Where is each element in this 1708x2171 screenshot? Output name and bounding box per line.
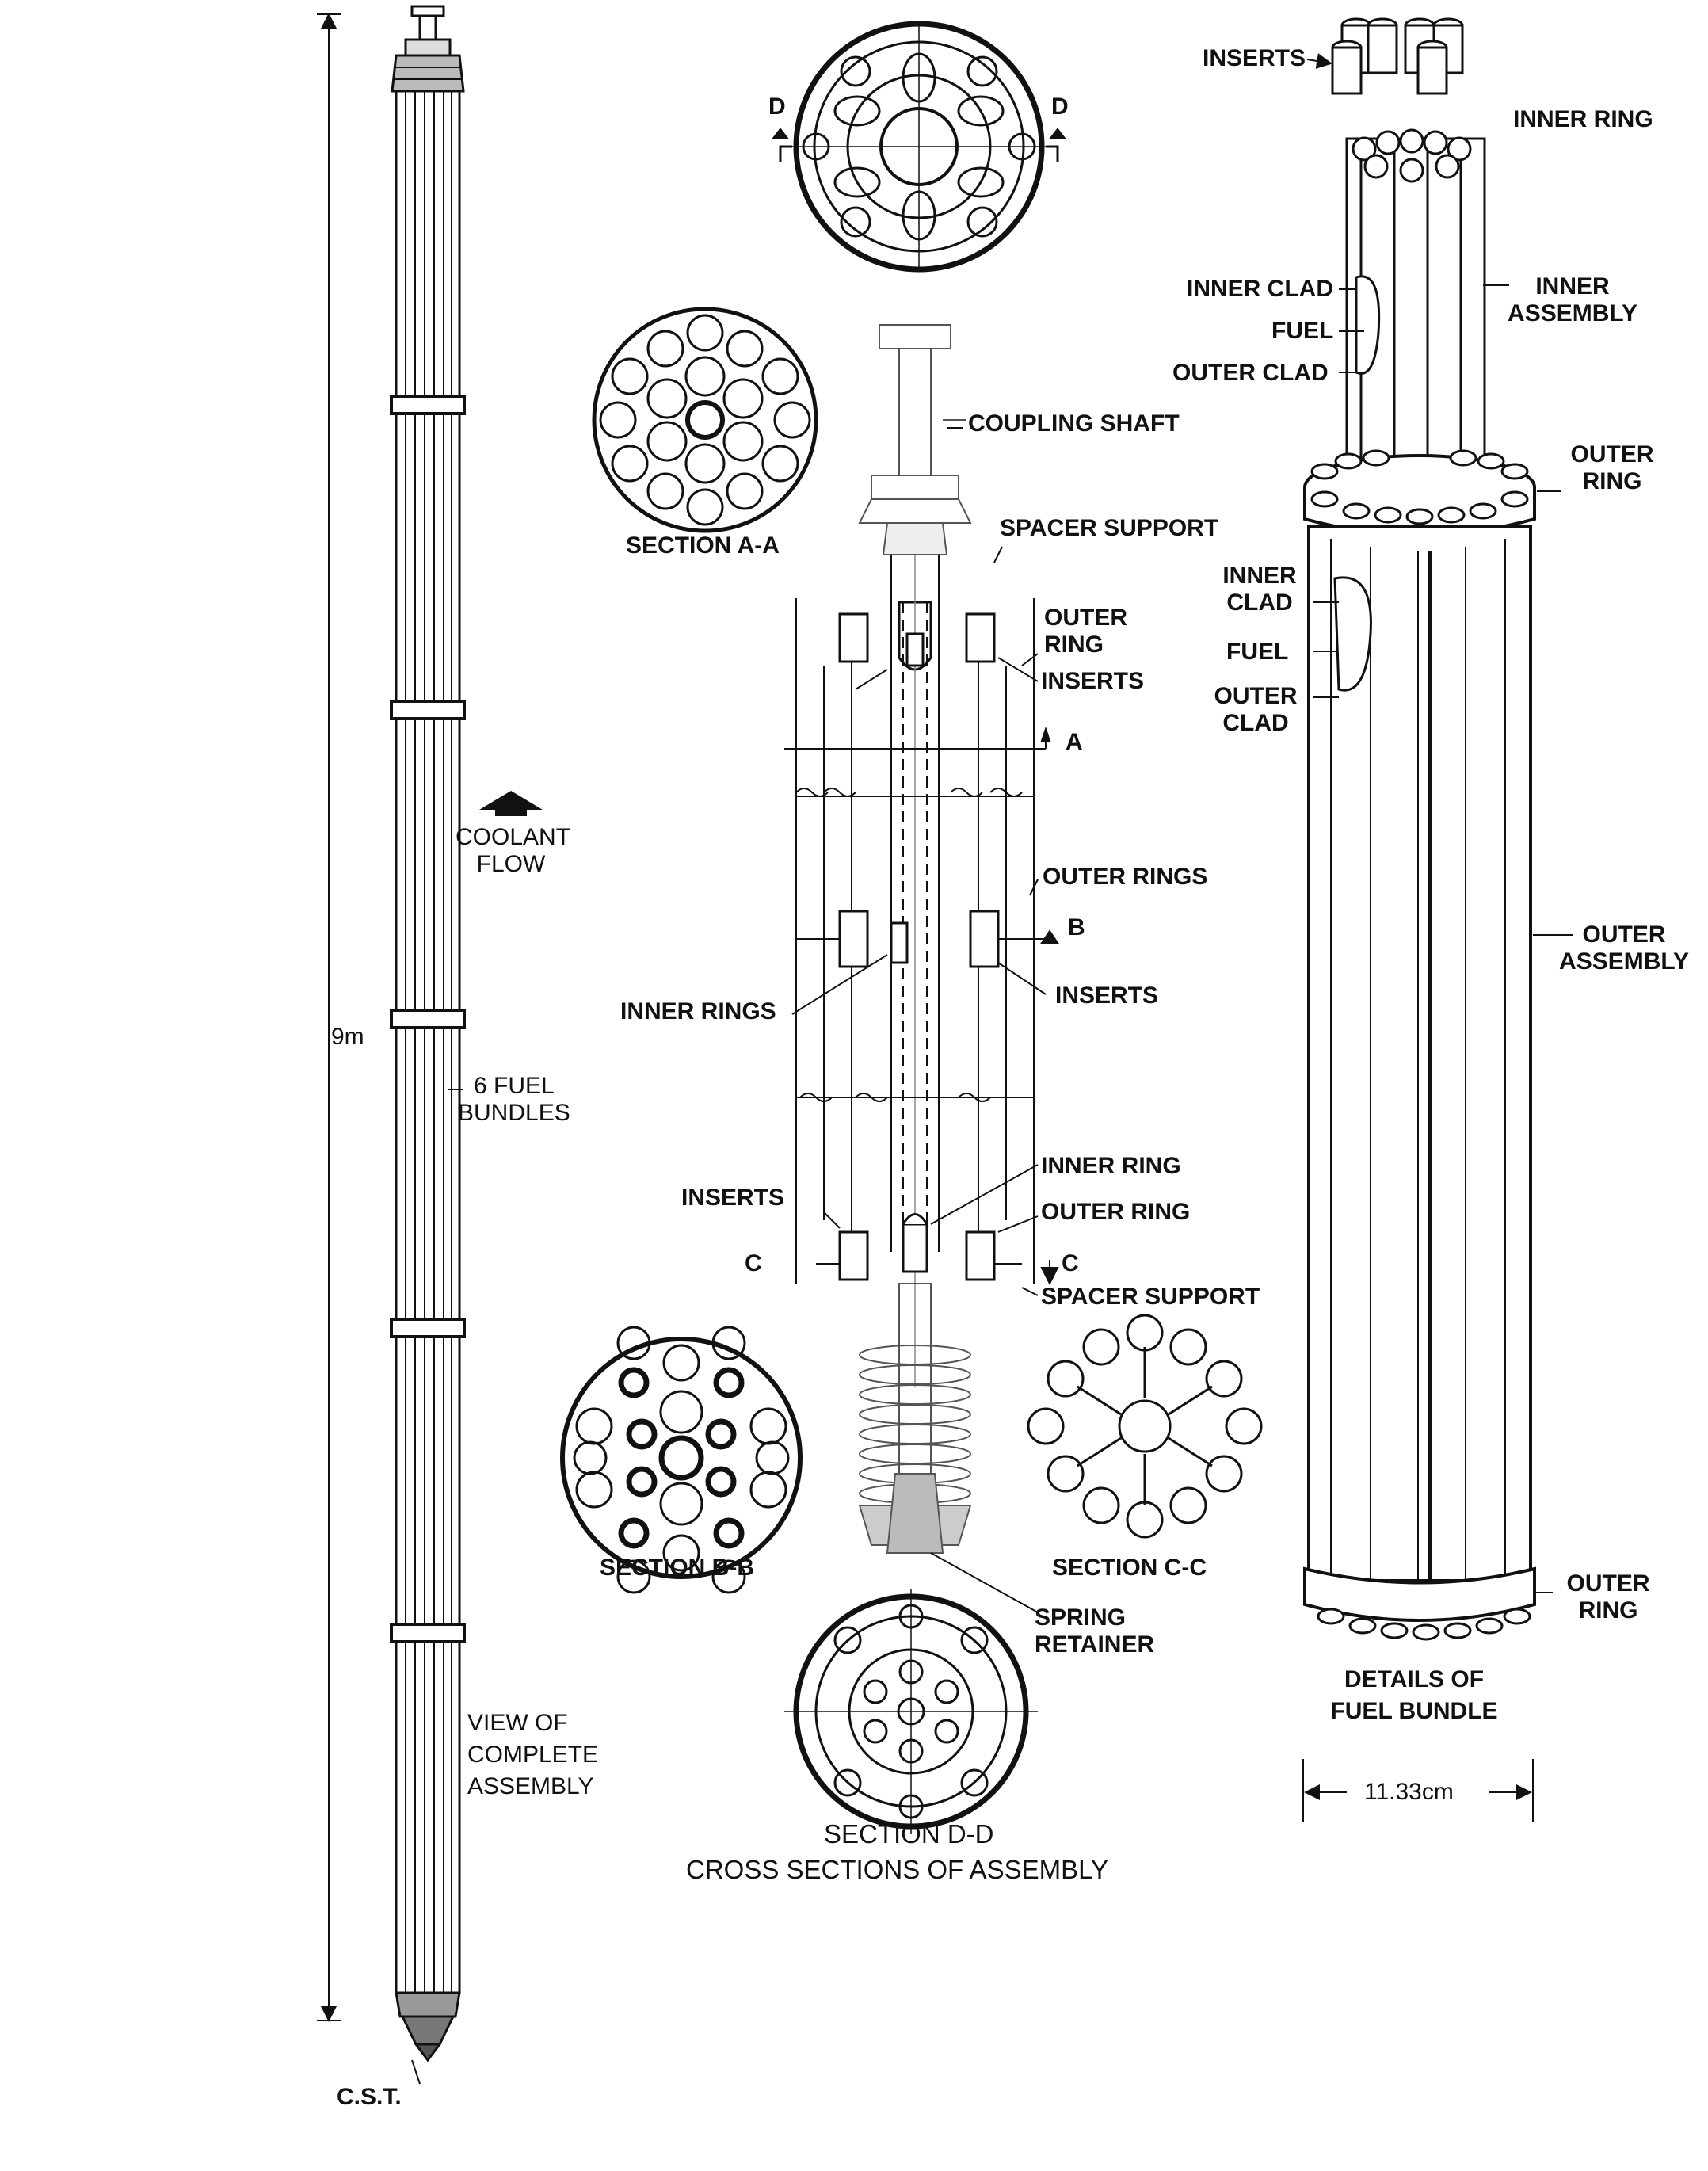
inner-ring-right-label: INNER RING bbox=[1513, 106, 1653, 132]
section-d-right-marker: D bbox=[1051, 93, 1069, 120]
complete-assembly-view bbox=[317, 5, 466, 2062]
spring bbox=[858, 1283, 972, 1554]
fuel-bundles-line-1: 6 FUEL bbox=[474, 1073, 555, 1099]
inner-clad-lower-label: INNER CLAD bbox=[1212, 563, 1307, 616]
inner-assembly-label: INNER ASSEMBLY bbox=[1501, 273, 1644, 327]
outer-clad-lower-line-1: OUTER bbox=[1214, 683, 1298, 709]
outer-assembly-line-1: OUTER bbox=[1582, 921, 1666, 948]
outer-ring-right-label: OUTER RING bbox=[1557, 441, 1668, 495]
inserts-top-label: INSERTS bbox=[1041, 668, 1145, 694]
section-a-a-label: SECTION A-A bbox=[626, 532, 780, 559]
inner-assembly-line-1: INNER bbox=[1535, 273, 1610, 300]
outer-assembly-label: OUTER ASSEMBLY bbox=[1549, 921, 1699, 975]
cst-label: C.S.T. bbox=[337, 2084, 402, 2110]
section-c-c-ring bbox=[1027, 1314, 1263, 1539]
outer-ring-bottom-label: OUTER RING bbox=[1549, 1570, 1668, 1624]
spacer-support-bottom-label: SPACER SUPPORT bbox=[1041, 1284, 1260, 1310]
fuel-lower-label: FUEL bbox=[1226, 639, 1289, 665]
section-d-d-circle bbox=[784, 1589, 1038, 1834]
section-b-b-label: SECTION B-B bbox=[600, 1555, 754, 1581]
fuel-bundle-detail bbox=[1302, 17, 1573, 1822]
outer-ring-mid-line-1: OUTER bbox=[1044, 605, 1127, 631]
outer-rings-label: OUTER RINGS bbox=[1043, 864, 1208, 890]
spring-retainer-line-1: SPRING bbox=[1035, 1604, 1127, 1631]
coolant-flow-label: COOLANT FLOW bbox=[456, 824, 571, 878]
section-c-left-marker: C bbox=[745, 1250, 762, 1276]
cross-section-drawings bbox=[560, 21, 1263, 1834]
section-b-marker: B bbox=[1068, 914, 1085, 941]
width-dimension-label: 11.33cm bbox=[1364, 1779, 1454, 1805]
outer-assembly-line-2: ASSEMBLY bbox=[1559, 948, 1689, 975]
inner-clad-lower-line-2: CLAD bbox=[1226, 589, 1293, 616]
inner-assembly-line-2: ASSEMBLY bbox=[1508, 300, 1637, 326]
coupling-shaft-label: COUPLING SHAFT bbox=[968, 410, 1180, 437]
coolant-flow-line-1: COOLANT bbox=[456, 824, 571, 850]
top-section-d-circle bbox=[792, 21, 1046, 273]
outer-ring-bottom-line-2: RING bbox=[1578, 1597, 1638, 1623]
fuel-bundles-line-2: BUNDLES bbox=[458, 1100, 570, 1126]
view-complete-line-2: COMPLETE bbox=[467, 1742, 599, 1768]
outer-ring-bottom-line-1: OUTER bbox=[1566, 1570, 1650, 1597]
section-d-d-label: SECTION D-D bbox=[824, 1819, 994, 1849]
inner-clad-upper-label: INNER CLAD bbox=[1187, 276, 1333, 302]
outer-clad-upper-label: OUTER CLAD bbox=[1172, 360, 1329, 386]
fuel-bundles-label: 6 FUEL BUNDLES bbox=[458, 1073, 570, 1127]
view-complete-line-3: ASSEMBLY bbox=[467, 1773, 594, 1799]
inserts-mid-label: INSERTS bbox=[1055, 982, 1159, 1009]
details-line-1: DETAILS OF bbox=[1344, 1666, 1485, 1692]
view-complete-line-1: VIEW OF bbox=[467, 1710, 568, 1736]
inner-ring-lower-label: INNER RING bbox=[1041, 1153, 1181, 1179]
view-complete-assembly-label: VIEW OF COMPLETE ASSEMBLY bbox=[467, 1707, 598, 1803]
outer-ring-right-line-2: RING bbox=[1582, 468, 1642, 494]
spring-retainer-line-2: RETAINER bbox=[1035, 1631, 1155, 1658]
inserts-right-label: INSERTS bbox=[1203, 45, 1306, 71]
outer-clad-lower-label: OUTER CLAD bbox=[1204, 683, 1307, 737]
inner-clad-lower-line-1: INNER bbox=[1222, 563, 1297, 589]
inner-rings-label: INNER RINGS bbox=[620, 998, 776, 1024]
details-of-fuel-bundle-label: DETAILS OF FUEL BUNDLE bbox=[1311, 1664, 1517, 1727]
fuel-upper-label: FUEL bbox=[1271, 318, 1334, 344]
spacer-support-top-label: SPACER SUPPORT bbox=[1000, 515, 1219, 541]
cross-sections-title: CROSS SECTIONS OF ASSEMBLY bbox=[686, 1855, 1109, 1884]
section-d-left-marker: D bbox=[768, 93, 786, 120]
dimension-length-label: 9m bbox=[331, 1024, 364, 1050]
outer-clad-lower-line-2: CLAD bbox=[1222, 710, 1289, 736]
inserts-lower-label: INSERTS bbox=[681, 1185, 785, 1211]
outer-ring-mid-label: OUTER RING bbox=[1044, 605, 1127, 658]
outer-ring-mid-line-2: RING bbox=[1044, 631, 1104, 658]
details-line-2: FUEL BUNDLE bbox=[1330, 1698, 1498, 1724]
section-b-b-circle bbox=[560, 1326, 803, 1594]
outer-ring-right-line-1: OUTER bbox=[1570, 441, 1654, 467]
section-a-a-circle bbox=[592, 307, 818, 533]
spring-retainer-label: SPRING RETAINER bbox=[1035, 1604, 1154, 1658]
coupling-shaft bbox=[858, 324, 972, 555]
coolant-flow-arrow bbox=[479, 791, 543, 816]
section-c-right-marker: C bbox=[1062, 1250, 1079, 1276]
coolant-flow-line-2: FLOW bbox=[476, 851, 546, 877]
section-a-marker: A bbox=[1066, 729, 1083, 755]
outer-ring-lower-label: OUTER RING bbox=[1041, 1199, 1191, 1225]
section-c-c-label: SECTION C-C bbox=[1052, 1555, 1207, 1581]
